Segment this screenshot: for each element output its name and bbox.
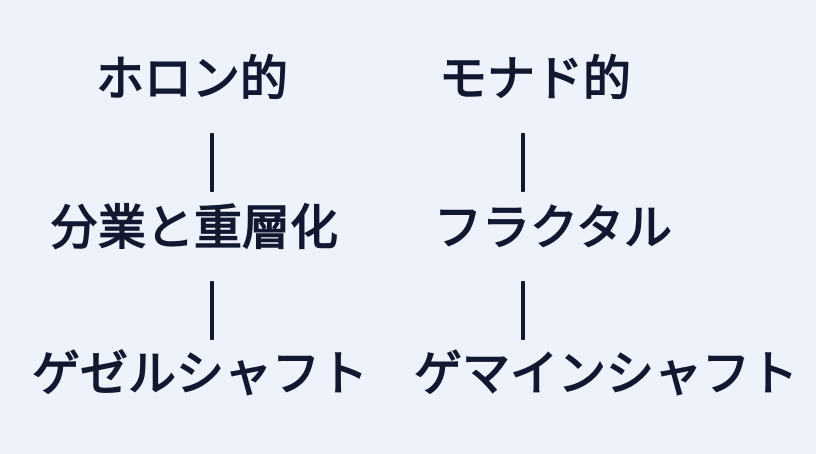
label-fractal: フラクタル bbox=[433, 200, 673, 256]
label-monadic: モナド的 bbox=[438, 51, 632, 107]
connector-line-left-upper bbox=[210, 133, 214, 192]
label-division-and-layering: 分業と重層化 bbox=[49, 200, 339, 256]
label-gemeinschaft: ゲマインシャフト bbox=[413, 346, 799, 402]
connector-line-right-upper bbox=[521, 133, 525, 192]
label-holonic: ホロン的 bbox=[95, 51, 289, 107]
connector-line-right-lower bbox=[521, 281, 525, 340]
label-gesellschaft: ゲゼルシャフト bbox=[31, 346, 369, 402]
connector-line-left-lower bbox=[210, 281, 214, 340]
